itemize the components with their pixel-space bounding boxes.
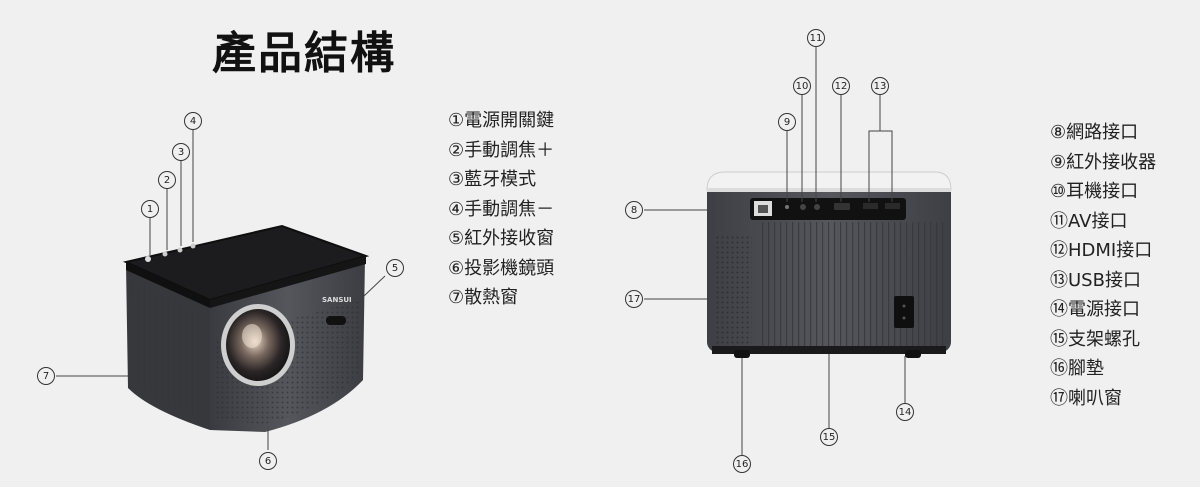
callout-17: 17 — [625, 290, 643, 308]
callout-16: 16 — [733, 455, 751, 473]
legend-front: ①電源開關鍵 ②手動調焦＋ ③藍牙模式 ④手動調焦－ ⑤紅外接收窗 ⑥投影機鏡頭… — [448, 106, 554, 313]
legend-back: ⑧網路接口 ⑨紅外接收器 ⑩耳機接口 ⑪AV接口 ⑫HDMI接口 ⑬USB接口 … — [1050, 118, 1156, 413]
front-projector: SANSUI — [122, 224, 370, 432]
back-projector — [706, 171, 952, 358]
callout-10: 10 — [793, 77, 811, 95]
legend-item: ⑩耳機接口 — [1050, 181, 1139, 202]
legend-item: ⑭電源接口 — [1050, 299, 1140, 320]
legend-item: ⑫HDMI接口 — [1050, 240, 1153, 261]
legend-item: ⑨紅外接收器 — [1050, 151, 1157, 173]
legend-item: ⑪AV接口 — [1050, 210, 1128, 232]
callout-2: 2 — [158, 171, 176, 189]
callout-1: 1 — [141, 200, 159, 218]
legend-item: ⑯腳墊 — [1050, 358, 1104, 379]
callout-4: 4 — [184, 112, 202, 130]
callout-14: 14 — [896, 403, 914, 421]
legend-item: ①電源開關鍵 — [448, 110, 555, 131]
callout-9: 9 — [778, 113, 796, 131]
page-title: 產品結構 — [212, 28, 396, 79]
legend-item: ⑤紅外接收窗 — [448, 228, 555, 249]
callout-5: 5 — [386, 259, 404, 277]
legend-item: ③藍牙模式 — [448, 169, 537, 190]
legend-item: ⑦散熱窗 — [448, 287, 519, 308]
legend-item: ⑮支架螺孔 — [1050, 328, 1140, 350]
callout-12: 12 — [832, 77, 850, 95]
callout-6: 6 — [259, 452, 277, 470]
leader-lines — [56, 47, 906, 455]
callout-3: 3 — [172, 143, 190, 161]
callout-8: 8 — [625, 201, 643, 219]
callout-13: 13 — [871, 77, 889, 95]
legend-item: ⑧網路接口 — [1050, 122, 1139, 143]
legend-item: ⑰喇叭窗 — [1050, 387, 1122, 409]
legend-item: ⑥投影機鏡頭 — [448, 257, 555, 279]
callout-15: 15 — [820, 428, 838, 446]
legend-item: ④手動調焦－ — [448, 198, 555, 220]
legend-item: ⑬USB接口 — [1050, 269, 1141, 291]
callout-11: 11 — [807, 29, 825, 47]
legend-item: ②手動調焦＋ — [448, 139, 555, 161]
callout-7: 7 — [37, 367, 55, 385]
brand-logo: SANSUI — [322, 296, 352, 304]
